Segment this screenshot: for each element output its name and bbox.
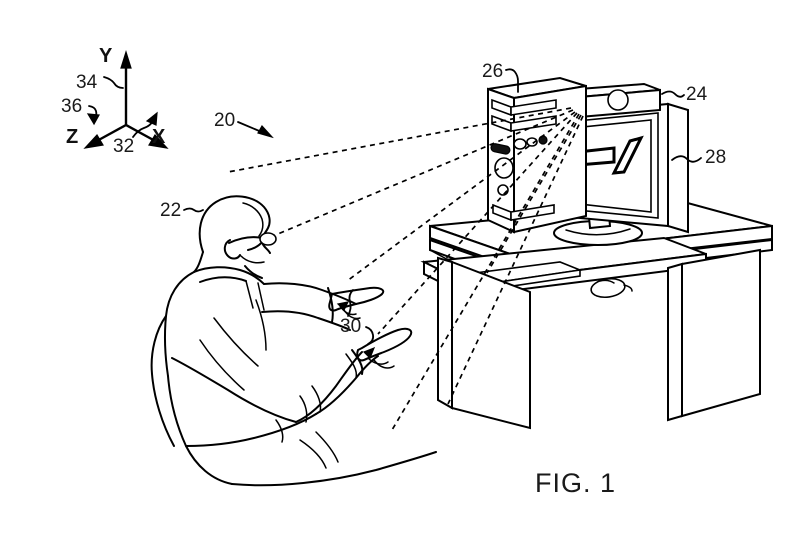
user-back-shoulder [163, 271, 195, 377]
user-upper-hand-index-finger [328, 286, 385, 312]
tower-port-strip [490, 143, 511, 155]
desk-brace-left [429, 249, 453, 263]
user-elbow-fold-3 [275, 419, 284, 443]
user-lower-cuff [351, 349, 364, 375]
tower-port-2 [526, 137, 538, 147]
tower-led [497, 184, 509, 196]
ref-20-system: 20 [214, 110, 235, 131]
monitor-base-highlight [565, 228, 631, 236]
user-collar-placket-2 [257, 282, 265, 311]
user-forearm-inner [315, 355, 379, 415]
user-lower-cuff-line [345, 353, 358, 379]
chair-back-edge [150, 315, 175, 447]
y-ref-leader [103, 76, 124, 89]
desk-leg-left-front [437, 256, 453, 410]
user-lower-hand-thumb [367, 357, 389, 365]
x-ref-arrowhead [145, 111, 158, 126]
user-shirt-fold-2 [199, 339, 245, 391]
user-elbow-fold-2 [311, 385, 322, 413]
user-upper-cuff [327, 287, 334, 323]
user-jaw [240, 255, 265, 264]
user-lower-hand-shadow [362, 346, 376, 360]
user-lower-hand-index-finger [356, 327, 413, 362]
user-nose [247, 241, 263, 251]
ray-through-desk-1 [486, 114, 582, 274]
reference-labels: 22 30 26 24 28 [160, 61, 726, 345]
computer-tower [487, 76, 587, 234]
ref-26-tower: 26 [482, 61, 503, 82]
screen-object-tilted-rectangle [611, 135, 644, 175]
user-lap-seat-line [231, 451, 437, 487]
desk-leg-right-panel [681, 248, 761, 418]
system-leader-arrowhead [257, 124, 274, 139]
ray-to-torso [391, 113, 580, 431]
user-hair-contour [242, 202, 264, 237]
user-glasses-lens [259, 232, 277, 246]
tower-drive-bay-1-side [510, 99, 557, 116]
ref-24-sensor: 24 [686, 84, 708, 105]
ref-22-leader [183, 207, 204, 213]
figure-caption: FIG. 1 [535, 468, 616, 498]
ref-28-monitor: 28 [705, 147, 726, 168]
y-axis-label: Y [99, 45, 113, 67]
camera-lens [607, 89, 629, 111]
system-label-group: 20 [214, 110, 274, 139]
user-elbow-fold-1 [299, 395, 308, 423]
ref-22-user: 22 [160, 200, 181, 221]
user-lower-back [167, 375, 233, 485]
desk-leg-left-panel [451, 260, 531, 430]
mouse-button-split [599, 279, 615, 284]
user-neck-front [244, 265, 263, 279]
ref-26-leader [505, 68, 519, 93]
tower-drive-bay-2-side [510, 115, 557, 132]
z-axis-label: Z [66, 126, 78, 148]
z-axis-arrowhead [83, 134, 104, 149]
ref-30-leader-down [365, 326, 375, 345]
monitor-side-depth [667, 102, 689, 234]
user-collar-lower [199, 276, 247, 283]
user-ear [223, 239, 241, 260]
user-upper-hand-shadow [336, 301, 350, 312]
user-lower-arm-top [171, 357, 297, 423]
ref-28-leader [671, 155, 702, 163]
y-axis-arrowhead [120, 49, 132, 69]
user-lower-arm-bottom [185, 413, 317, 447]
x-axis-label: X [152, 126, 166, 148]
coordinate-axes: Y X Z 34 36 32 [61, 45, 169, 157]
ray-to-upper-left [227, 107, 572, 173]
x-axis-arrowhead [148, 134, 169, 149]
user-shirt-fold-1 [213, 317, 259, 367]
ray-to-glasses [265, 109, 574, 240]
ref-30-leader-up [347, 289, 354, 317]
user-collar-placket-1 [245, 280, 254, 309]
tower-power-button [494, 157, 514, 179]
user-lap-fold-2 [315, 431, 339, 463]
ref-24-leader [661, 90, 685, 98]
user-lower-hand-knuckles [373, 359, 395, 369]
mouse-cable [623, 284, 633, 292]
z-ref-arrowhead [86, 113, 100, 126]
user-lap-fold-1 [299, 439, 327, 469]
desk-leg-right-front [667, 262, 683, 422]
sensing-rays [227, 107, 584, 431]
ref-32-x-axis: 32 [113, 136, 134, 157]
x-ref-leader [132, 120, 154, 138]
ref-34-y-axis: 34 [76, 72, 98, 93]
ray-to-lower-hand [377, 112, 578, 335]
user-upper-arm-top [263, 282, 357, 305]
ref-36-z-axis: 36 [61, 96, 82, 117]
user-upper-arm-bottom [261, 310, 351, 331]
user-collar-upper [193, 266, 265, 285]
ref-30-hand: 30 [340, 316, 361, 337]
user-glasses-temple [228, 236, 263, 244]
tower-port-1 [513, 138, 527, 150]
user-forearm-outer [295, 351, 363, 423]
user-upper-hand-knuckles [343, 309, 361, 320]
user-figure [150, 195, 437, 487]
user-shirt-fold-3 [255, 299, 267, 351]
